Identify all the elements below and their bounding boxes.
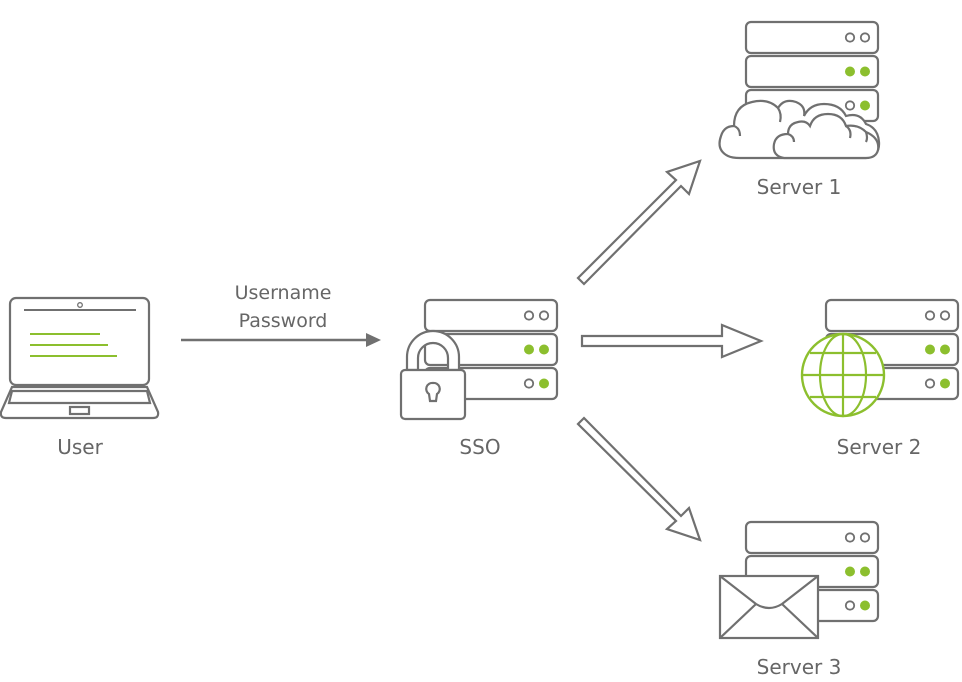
server-lock-icon xyxy=(399,298,559,421)
credentials-arrow xyxy=(181,333,381,347)
envelope-icon xyxy=(718,574,820,640)
user-label: User xyxy=(57,435,103,459)
arrow-to-server1 xyxy=(576,159,702,286)
laptop-icon xyxy=(0,296,160,420)
server1-label: Server 1 xyxy=(756,175,842,199)
padlock-icon xyxy=(399,329,467,421)
server-globe-icon xyxy=(800,298,960,418)
globe-icon xyxy=(800,332,886,418)
arrow-to-server2 xyxy=(580,323,764,359)
server-mail-icon xyxy=(718,520,880,640)
cloud-icon xyxy=(718,99,881,160)
server2-label: Server 2 xyxy=(836,435,922,459)
server-cloud-icon xyxy=(718,20,881,160)
arrow-to-server3 xyxy=(576,416,702,542)
credentials-label-password: Password xyxy=(238,310,328,332)
server3-label: Server 3 xyxy=(756,655,842,679)
sso-label: SSO xyxy=(459,435,501,459)
credentials-label-username: Username xyxy=(234,282,332,304)
